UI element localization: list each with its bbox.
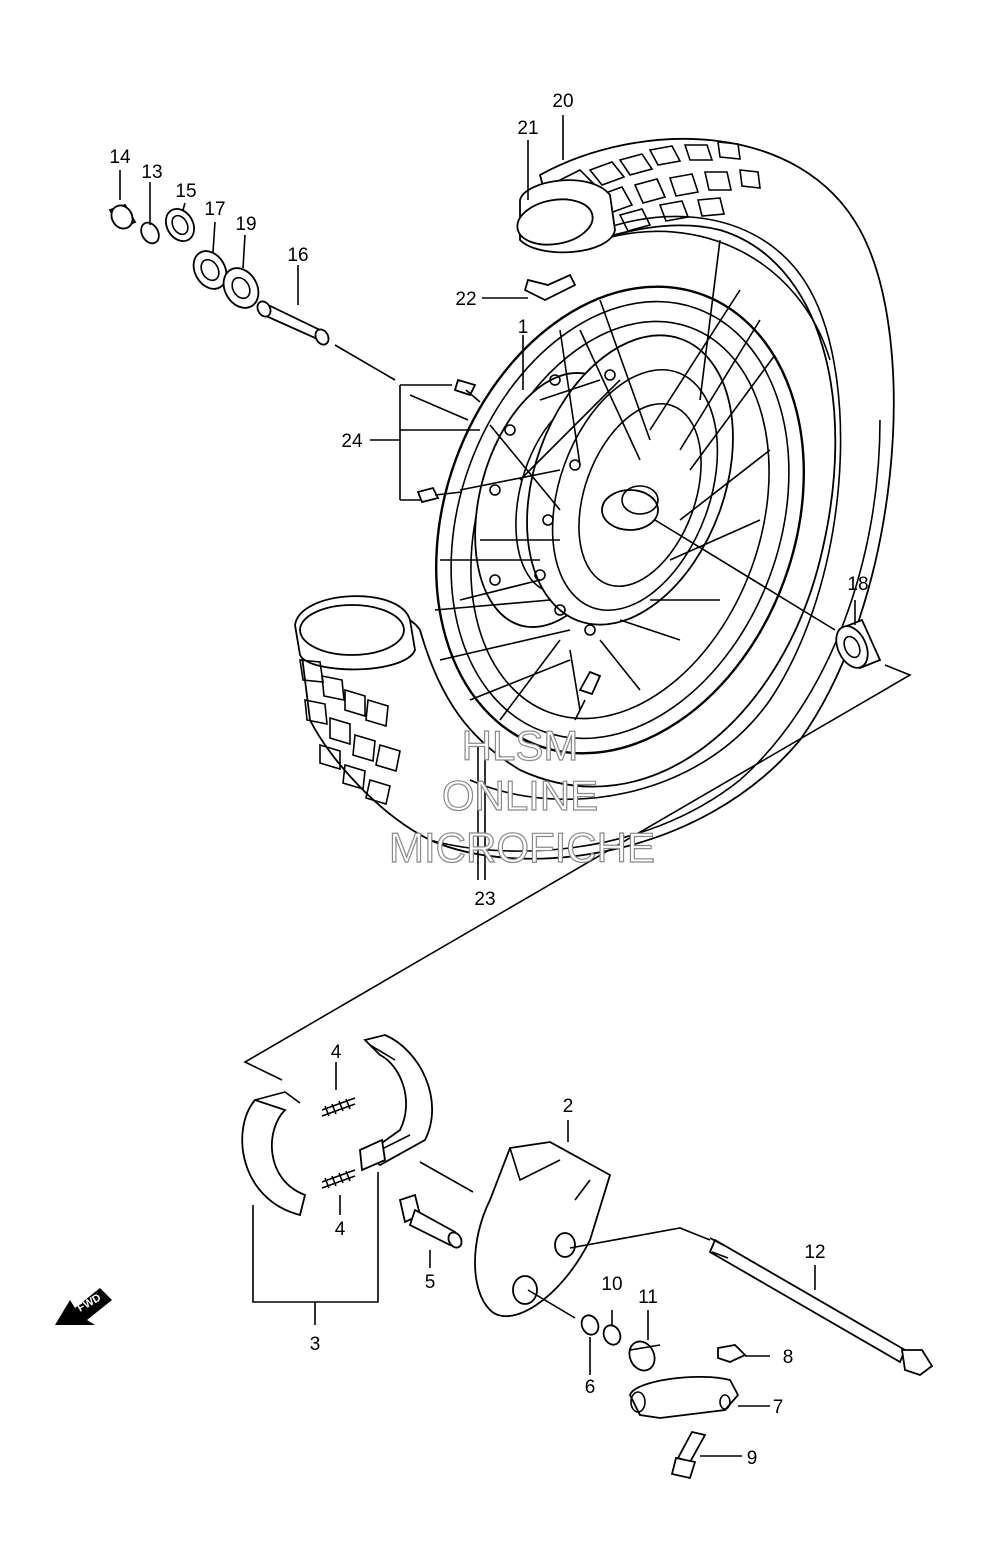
callout-5: 5	[425, 1272, 436, 1293]
callout-11: 11	[638, 1287, 658, 1308]
callout-19: 19	[235, 214, 256, 235]
spacer-16	[256, 300, 330, 346]
watermark: HLSM ONLINE MICROFICHE	[388, 721, 655, 871]
callout-3: 3	[310, 1334, 321, 1355]
cam-5	[398, 1193, 463, 1268]
watermark-line-3: MICROFICHE	[389, 824, 655, 871]
callout-18: 18	[847, 574, 868, 595]
seal-15	[164, 208, 196, 242]
spring-11	[628, 1310, 661, 1372]
bearing-19	[222, 267, 260, 309]
callout-labels: 1 2 3 4 4 5 6 7 8 9 10 11 12 13 14 15 16…	[109, 91, 868, 1469]
watermark-line-2: ONLINE	[442, 772, 598, 819]
bolt-9	[670, 1430, 742, 1480]
callout-4-top: 4	[331, 1042, 342, 1063]
callout-6: 6	[585, 1377, 596, 1398]
seal-17	[192, 250, 228, 290]
callout-21: 21	[517, 118, 538, 139]
callout-22: 22	[455, 289, 476, 310]
callout-12: 12	[804, 1242, 825, 1263]
callout-23: 23	[474, 889, 495, 910]
spoke-holes	[489, 369, 616, 636]
callout-8: 8	[783, 1347, 794, 1368]
fwd-direction-badge: FWD	[55, 1288, 112, 1325]
tread-bottom	[299, 659, 401, 806]
brake-shoes-3	[241, 1034, 434, 1325]
callout-16: 16	[287, 245, 308, 266]
brake-panel-2	[474, 1120, 612, 1318]
callout-10: 10	[601, 1274, 622, 1295]
wheel-assembly	[294, 138, 895, 860]
callout-15: 15	[175, 181, 196, 202]
washers-6-10	[580, 1310, 622, 1375]
callout-2: 2	[563, 1096, 574, 1117]
tread-top	[558, 141, 761, 232]
callout-13: 13	[141, 162, 162, 183]
spokes	[434, 239, 776, 721]
callout-4-bottom: 4	[335, 1219, 346, 1240]
bearing-18	[835, 618, 882, 670]
callout-20: 20	[552, 91, 573, 112]
callout-14: 14	[109, 147, 131, 168]
nut-8	[717, 1344, 770, 1363]
axle-12	[708, 1237, 934, 1377]
callout-7: 7	[773, 1397, 784, 1418]
nut-14	[108, 203, 137, 230]
callout-1: 1	[518, 317, 529, 338]
leaders	[119, 115, 856, 880]
washer-13	[140, 221, 160, 245]
brake-arm-7	[629, 1375, 770, 1419]
callout-24: 24	[341, 431, 363, 452]
callout-17: 17	[204, 199, 225, 220]
springs-4	[321, 1062, 356, 1215]
callout-9: 9	[747, 1448, 758, 1469]
watermark-line-1: HLSM	[462, 722, 579, 769]
leader-24	[370, 378, 481, 504]
